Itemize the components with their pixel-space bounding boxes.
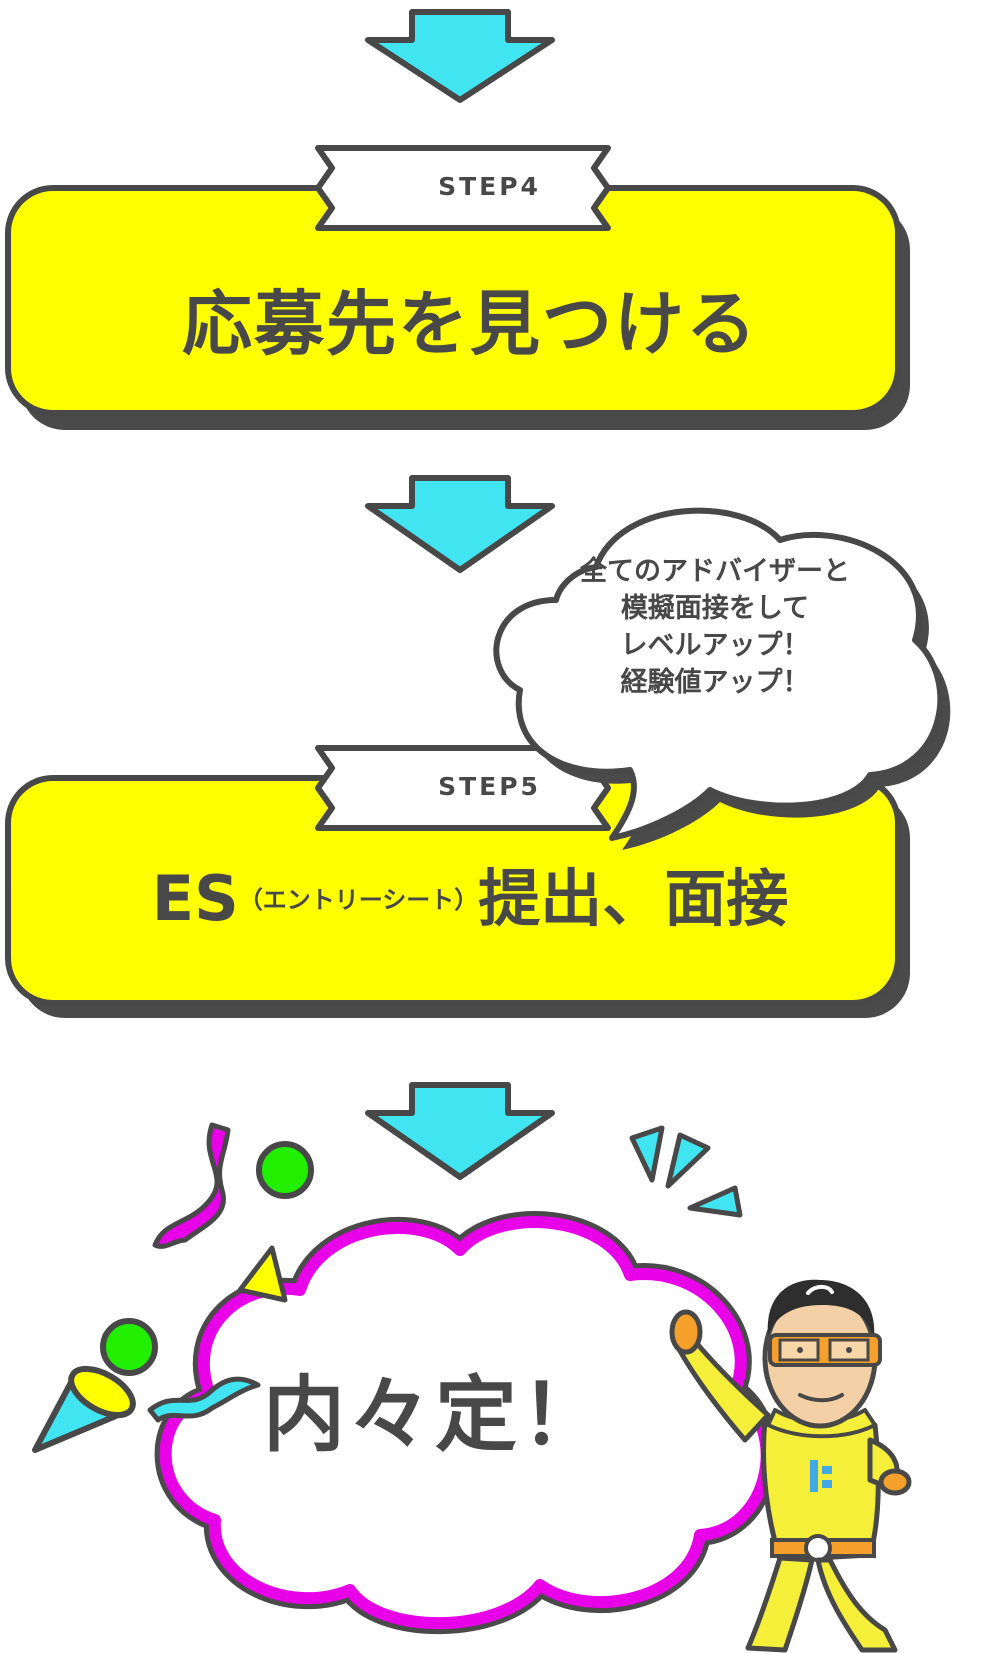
step5-title-rest: 提出、面接 — [478, 862, 788, 935]
step5-title-main: ES — [152, 862, 239, 935]
goal-text: 内々定！ — [220, 1348, 650, 1467]
bubble-line: 模擬面接をして — [560, 590, 870, 627]
step5-title-sub: （エントリーシート） — [239, 886, 479, 914]
step5-title: ES（エントリーシート）提出、面接 — [0, 848, 940, 938]
step5-label: STEP5 — [0, 772, 981, 801]
step4-label: STEP4 — [0, 172, 981, 201]
confetti-icon — [632, 1128, 740, 1215]
bubble-line: 全てのアドバイザーと — [560, 553, 870, 590]
step4-title: 応募先を見つける — [0, 268, 940, 369]
down-arrow-icon — [368, 1085, 552, 1177]
bubble-line: 経験値アップ！ — [560, 664, 870, 701]
bubble-line: レベルアップ！ — [560, 627, 870, 664]
green-dot-icon — [259, 1144, 311, 1196]
speech-bubble-text: 全てのアドバイザーと 模擬面接をして レベルアップ！ 経験値アップ！ — [560, 553, 870, 701]
green-dot-icon — [103, 1321, 155, 1373]
confetti-icon — [240, 1248, 285, 1300]
down-arrow-icon — [368, 12, 552, 100]
confetti-icon — [155, 1125, 228, 1246]
down-arrow-icon — [368, 478, 552, 570]
